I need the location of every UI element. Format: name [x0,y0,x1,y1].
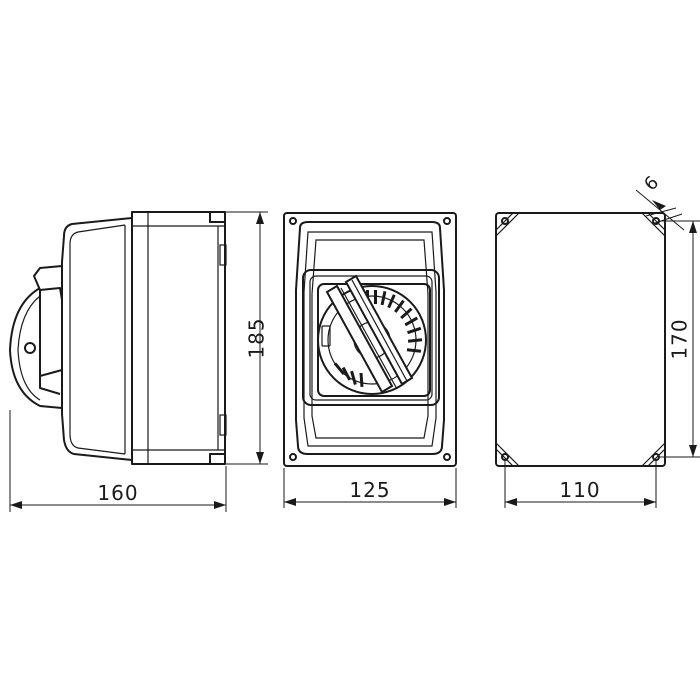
back-dimensions: 170 110 6 [504,172,700,508]
side-dimensions: 185 160 [9,211,269,512]
back-view [495,212,666,467]
dim-side-height: 185 [245,317,269,358]
mounting-hole-icon [501,217,509,225]
dim-side-width: 160 [97,481,138,505]
mounting-hole-icon [501,453,509,461]
screw-hole-icon [289,453,297,461]
dim-back-width: 110 [559,478,600,502]
knob-screw-icon [24,342,36,354]
dim-back-height: 170 [668,318,692,359]
screw-hole-icon [443,217,451,225]
screw-hole-icon [443,453,451,461]
dim-hole-offset: 6 [640,172,663,195]
side-view [9,211,227,465]
front-dimensions: 125 [283,468,457,508]
front-view [283,212,457,467]
dim-front-width: 125 [349,478,390,502]
rotary-handle [325,274,414,394]
mounting-hole-icon [652,217,660,225]
mounting-hole-icon [652,453,660,461]
screw-hole-icon [289,217,297,225]
